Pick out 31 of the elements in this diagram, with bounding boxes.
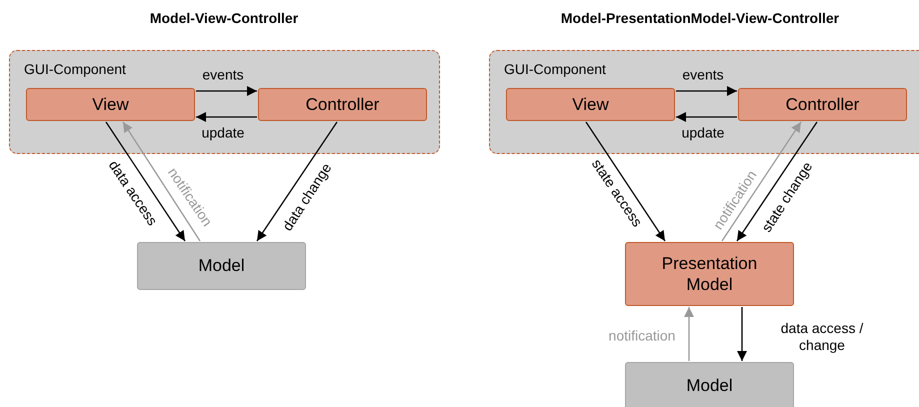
diagram-heading: Model-PresentationModel-View-Controller: [560, 10, 840, 26]
component-box: Model: [625, 362, 794, 407]
component-box: Presentation Model: [625, 242, 794, 306]
arrow: [585, 122, 666, 242]
edge-label: update: [682, 124, 724, 142]
arrow: [256, 122, 338, 242]
group-label: GUI-Component: [24, 61, 126, 77]
edge-label: events: [682, 66, 724, 84]
edge-label: update: [202, 124, 244, 142]
component-group: [489, 50, 919, 154]
arrow: [676, 112, 737, 122]
diagram-heading: Model-View-Controller: [150, 10, 298, 26]
edge-label: notification: [608, 328, 676, 344]
arrow: [676, 86, 737, 96]
component-box: Controller: [738, 88, 907, 121]
component-box: Model: [137, 242, 306, 290]
group-label: GUI-Component: [504, 61, 606, 77]
arrow: [105, 122, 186, 242]
arrow: [736, 122, 818, 242]
component-box: Controller: [258, 88, 427, 121]
arrow: [721, 122, 802, 242]
arrow: [737, 307, 747, 361]
component-box: View: [26, 88, 195, 121]
arrow: [684, 307, 694, 361]
component-box: View: [506, 88, 675, 121]
edge-label: events: [202, 66, 244, 84]
arrow: [122, 122, 201, 242]
edge-label: data access / change: [780, 320, 864, 354]
arrow: [196, 86, 257, 96]
arrow: [196, 112, 257, 122]
component-group: [9, 50, 440, 154]
